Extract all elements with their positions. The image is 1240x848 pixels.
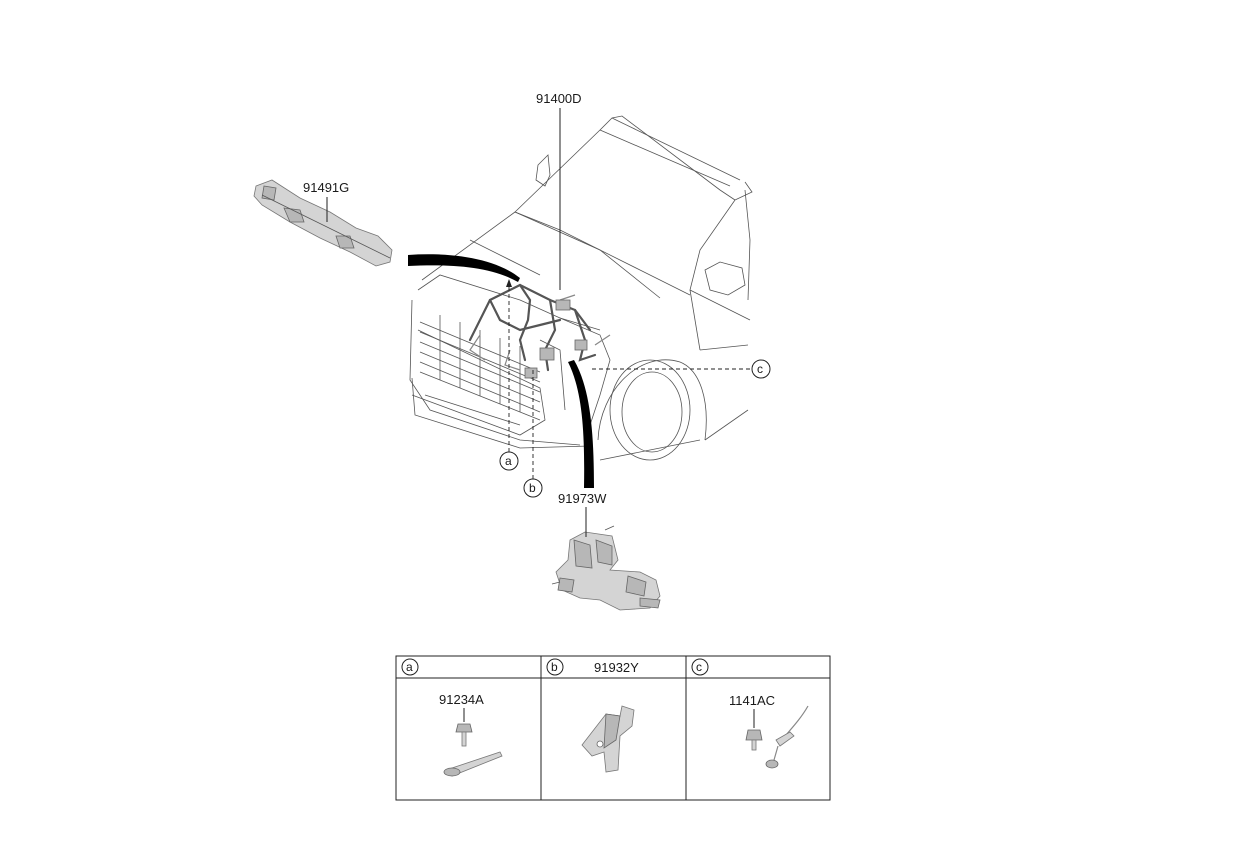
detail-callout-c (691, 658, 709, 676)
callout-a[interactable] (499, 451, 519, 471)
bolt-a-drawing (443, 723, 503, 777)
arrow-91973W (568, 360, 594, 488)
callout-c-letter: c (757, 362, 763, 376)
arrow-91491G (408, 254, 520, 282)
callout-a-letter: a (505, 454, 512, 468)
detail-callout-a (401, 658, 419, 676)
main-harness-drawing[interactable] (468, 283, 611, 379)
detail-letter-c: c (696, 660, 702, 674)
label-91400D: 91400D (536, 91, 582, 106)
callout-b-letter: b (529, 481, 536, 495)
detail-letter-b: b (551, 660, 558, 674)
detail-callout-b (546, 658, 564, 676)
relay-box-drawing[interactable] (551, 525, 661, 611)
label-91234A: 91234A (439, 692, 484, 707)
callout-b[interactable] (523, 478, 543, 498)
vehicle-outline (409, 115, 753, 461)
bracket-b-drawing (581, 705, 635, 773)
callout-c[interactable] (751, 359, 771, 379)
engine-room-harness-drawing[interactable] (253, 179, 393, 267)
label-91973W: 91973W (558, 491, 607, 506)
label-91932Y: 91932Y (594, 660, 639, 675)
detail-cell-c[interactable]: c 1141AC (691, 658, 809, 769)
label-1141AC: 1141AC (729, 693, 775, 708)
detail-letter-a: a (406, 660, 413, 674)
detail-table: a 91234A b 91932Y c 1141AC (395, 655, 831, 801)
label-91491G: 91491G (303, 180, 349, 195)
detail-cell-b[interactable]: b 91932Y (546, 658, 639, 773)
bolt-c-drawing (745, 705, 809, 769)
detail-cell-a[interactable]: a 91234A (401, 658, 503, 777)
grille (419, 315, 541, 421)
